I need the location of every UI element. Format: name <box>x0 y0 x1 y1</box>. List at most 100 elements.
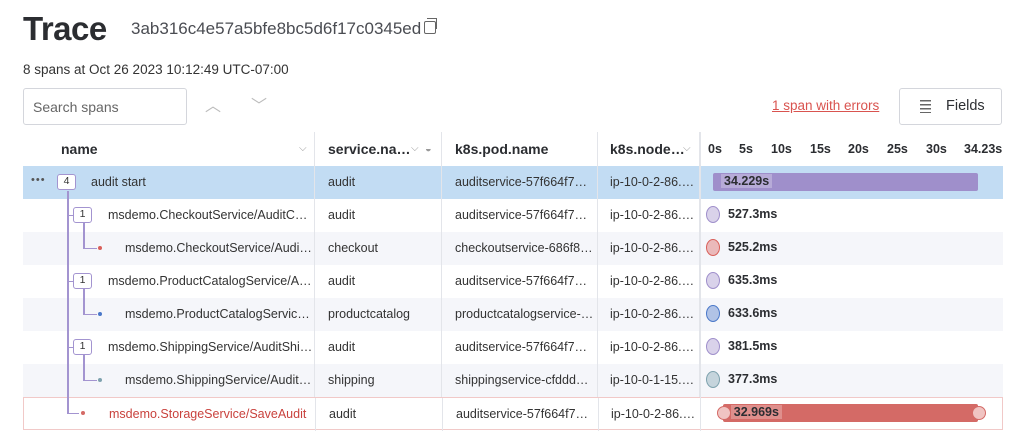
bar-start-handle[interactable] <box>716 406 731 420</box>
span-dot <box>98 246 102 250</box>
color-drop-icon[interactable]: ◒ <box>425 143 432 155</box>
column-service[interactable]: service.na…⌵ ◒ <box>315 132 442 166</box>
span-bar[interactable] <box>722 404 978 422</box>
chevron-down-icon[interactable]: ⌵ <box>411 143 419 154</box>
span-name: msdemo.CheckoutService/AuditC… <box>23 199 315 232</box>
node-name: ip-10-0-2-86.… <box>598 199 700 232</box>
span-name: audit start <box>23 166 315 199</box>
table-row[interactable]: msdemo.ProductCatalogServic… productcata… <box>23 298 1003 331</box>
copy-icon[interactable] <box>424 18 437 34</box>
span-dot <box>98 312 102 316</box>
span-name: msdemo.CheckoutService/Audi… <box>23 232 315 265</box>
chevron-down-icon[interactable]: ⌵ <box>299 143 307 154</box>
bar-end-handle[interactable] <box>972 406 986 420</box>
node-name: ip-10-0-1-15.… <box>598 364 700 397</box>
span-marker[interactable] <box>706 338 720 355</box>
child-count-badge[interactable]: 1 <box>73 207 92 223</box>
chevron-down-icon[interactable]: ﹀ <box>250 98 267 115</box>
table-row[interactable]: msdemo.CheckoutService/AuditC… audit aud… <box>23 199 1003 232</box>
span-marker[interactable] <box>706 239 720 256</box>
search-input[interactable] <box>23 88 187 125</box>
column-divider <box>700 132 701 430</box>
timeline-tick: 10s <box>771 142 792 156</box>
span-name: msdemo.ProductCatalogServic… <box>23 298 315 331</box>
service-name: productcatalog <box>315 298 442 331</box>
column-node[interactable]: k8s.node…⌵ <box>598 132 700 166</box>
fields-button[interactable]: Fields <box>899 88 1002 125</box>
fields-label: Fields <box>946 98 985 114</box>
span-name: msdemo.ProductCatalogService/A… <box>23 265 315 298</box>
tree-connector <box>83 223 85 248</box>
child-count-badge[interactable]: 4 <box>57 174 76 190</box>
span-marker[interactable] <box>706 371 720 388</box>
child-count-badge[interactable]: 1 <box>73 273 92 289</box>
node-name: ip-10-0-2-86.… <box>598 232 700 265</box>
tree-connector <box>67 347 74 348</box>
span-dot <box>98 378 102 382</box>
pod-name: productcatalogservice-… <box>442 298 598 331</box>
span-name: msdemo.StorageService/SaveAudit <box>24 398 316 431</box>
service-name: checkout <box>315 232 442 265</box>
timeline-tick: 34.23s <box>964 142 1003 156</box>
table-row[interactable]: msdemo.CheckoutService/Audi… checkout ch… <box>23 232 1003 265</box>
span-duration: 32.969s <box>730 405 782 419</box>
span-marker[interactable] <box>706 305 720 322</box>
table-row[interactable]: audit start audit auditservice-57f664f7…… <box>23 166 1003 199</box>
errors-link[interactable]: 1 span with errors <box>772 98 880 113</box>
span-duration: 377.3ms <box>728 372 778 386</box>
chevron-down-icon[interactable]: ⌵ <box>683 143 691 154</box>
table-row[interactable]: msdemo.ShippingService/Audit… shipping s… <box>23 364 1003 397</box>
table-header: name⌵ service.na…⌵◒ k8s.pod.name k8s.nod… <box>23 132 1003 166</box>
pod-name: auditservice-57f664f7… <box>443 398 599 431</box>
node-name: ip-10-0-2-86.… <box>599 398 701 431</box>
pod-name: auditservice-57f664f7… <box>442 265 598 298</box>
tree-connector <box>67 413 79 414</box>
table-row[interactable]: msdemo.ProductCatalogService/A… audit au… <box>23 265 1003 298</box>
list-icon <box>920 100 931 113</box>
node-name: ip-10-0-2-86.… <box>598 298 700 331</box>
column-label: name <box>61 141 98 157</box>
span-name: msdemo.ShippingService/AuditShi… <box>23 331 315 364</box>
column-pod[interactable]: k8s.pod.name <box>442 132 598 166</box>
node-name: ip-10-0-2-86.… <box>598 331 700 364</box>
service-name: audit <box>315 265 442 298</box>
tree-connector <box>67 281 74 282</box>
column-name[interactable]: name ⌵ <box>23 132 315 166</box>
span-marker[interactable] <box>706 272 720 289</box>
timeline-tick: 25s <box>887 142 908 156</box>
tree-connector <box>83 289 85 314</box>
tree-connector <box>83 248 97 249</box>
service-name: audit <box>316 398 443 431</box>
column-label: service.na… <box>328 141 411 157</box>
trace-summary: 8 spans at Oct 26 2023 10:12:49 UTC-07:0… <box>23 62 289 77</box>
span-name: msdemo.ShippingService/Audit… <box>23 364 315 397</box>
child-count-badge[interactable]: 1 <box>73 339 92 355</box>
timeline-tick: 30s <box>926 142 947 156</box>
span-duration: 525.2ms <box>728 240 778 254</box>
pod-name: auditservice-57f664f7… <box>442 199 598 232</box>
span-bar[interactable] <box>713 173 978 191</box>
tree-connector <box>83 380 97 381</box>
span-duration: 527.3ms <box>728 207 778 221</box>
chevron-up-icon[interactable]: ︿ <box>204 98 221 115</box>
more-icon[interactable]: ••• <box>31 174 46 186</box>
service-name: shipping <box>315 364 442 397</box>
service-name: audit <box>315 331 442 364</box>
pod-name: checkoutservice-686f8… <box>442 232 598 265</box>
column-label: k8s.node… <box>610 141 685 157</box>
timeline-tick: 20s <box>848 142 869 156</box>
span-duration: 635.3ms <box>728 273 778 287</box>
timeline-tick: 5s <box>739 142 753 156</box>
node-name: ip-10-0-2-86.… <box>598 265 700 298</box>
span-duration: 34.229s <box>721 174 773 188</box>
tree-connector <box>67 191 69 414</box>
timeline-tick: 0s <box>708 142 722 156</box>
table-row[interactable]: msdemo.ShippingService/AuditShi… audit a… <box>23 331 1003 364</box>
span-duration: 633.6ms <box>728 306 778 320</box>
span-marker[interactable] <box>706 206 720 223</box>
page-title: Trace <box>23 10 107 47</box>
service-name: audit <box>315 199 442 232</box>
span-dot <box>81 411 85 415</box>
trace-id: 3ab316c4e57a5bfe8bc5d6f17c0345ed <box>131 19 422 38</box>
span-duration: 381.5ms <box>728 339 778 353</box>
